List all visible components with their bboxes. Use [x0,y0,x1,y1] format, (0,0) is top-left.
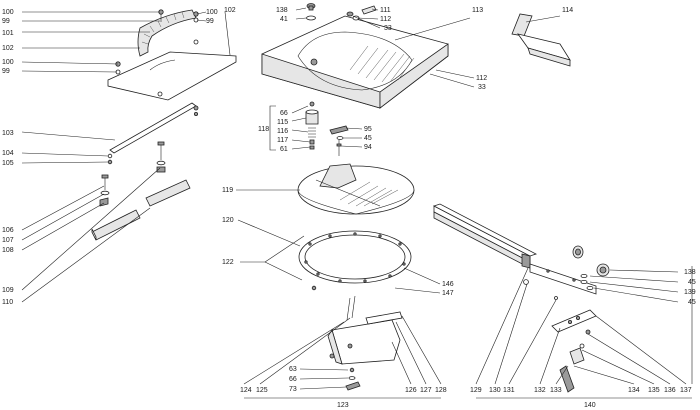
part-label: 128 [435,387,447,394]
screws-63-66-73 [345,367,361,391]
part-label: 137 [680,387,692,394]
guide-bar [109,102,199,154]
part-number-labels: 100 99 101 100 99 102 102 100 99 103 104… [2,7,696,409]
part-label: 134 [628,387,640,394]
part-label: 105 [2,160,14,167]
part-label: 133 [550,387,562,394]
part-label: 33 [478,84,486,91]
part-label: 146 [442,281,454,288]
base-plate [107,39,237,101]
wood-block-109 [145,179,191,207]
part-label: 95 [364,126,372,133]
part-label: 63 [289,366,297,373]
part-label: 109 [2,287,14,294]
part-label: 94 [364,144,372,151]
part-label: 120 [222,217,234,224]
part-label: 116 [277,128,288,135]
group-label-123: 123 [337,402,349,409]
part-label: 112 [380,16,391,23]
part-label: 102 [224,7,236,14]
part-label: 131 [503,387,515,394]
part-label: 124 [240,387,252,394]
part-label: 118 [258,126,269,133]
rip-fence [432,203,538,269]
part-label: 61 [280,146,288,153]
part-label: 147 [442,290,454,297]
part-label: 100 [206,9,218,16]
part-label: 66 [289,376,297,383]
part-label: 138 [276,7,288,14]
dust-port [511,13,571,67]
fence-rail [523,263,597,300]
leader-lines [21,7,693,399]
part-label: 112 [476,75,487,82]
part-label: 111 [380,7,391,14]
hardware-stack-118 [305,101,319,150]
part-label: 110 [2,299,13,306]
part-label: 45 [688,279,696,286]
part-label: 99 [2,68,10,75]
part-label: 132 [534,387,546,394]
group-label-140: 140 [584,402,596,409]
lever-95-94 [329,125,349,156]
part-label: 33 [384,25,392,32]
saw-table-frame [261,15,449,109]
part-label: 106 [2,227,14,234]
knob-111-112 [346,5,377,21]
part-label: 99 [206,18,214,25]
part-label: 101 [2,30,14,37]
part-label: 107 [2,237,14,244]
part-label: 113 [472,7,483,14]
small-screws-104-105 [107,153,113,165]
part-label: 138 [684,269,696,276]
knob-138-41 [306,3,316,21]
part-label: 102 [2,45,14,52]
part-label: 125 [256,387,268,394]
part-label: 127 [420,387,432,394]
pointer-bracket [327,295,403,365]
part-label: 99 [2,18,10,25]
part-label: 126 [405,387,417,394]
fence-clamp-plate [551,309,597,393]
part-label: 108 [2,247,14,254]
part-label: 45 [688,299,696,306]
part-label: 136 [664,387,676,394]
part-label: 66 [280,110,288,117]
bearing-ring [298,230,412,291]
part-label: 135 [648,387,660,394]
part-label: 139 [684,289,696,296]
blade-guard-segment [137,9,197,57]
part-label: 45 [364,135,372,142]
part-label: 41 [280,16,288,23]
fence-knobs [572,245,610,290]
part-label: 130 [489,387,501,394]
part-label: 100 [2,59,14,66]
part-label: 104 [2,150,14,157]
turntable [297,163,415,215]
part-label: 117 [277,137,288,144]
part-label: 115 [277,119,288,126]
part-label: 122 [222,259,234,266]
part-label: 100 [2,9,14,16]
part-label: 119 [222,187,233,194]
part-label: 114 [562,7,573,14]
part-label: 73 [289,386,297,393]
part-label: 103 [2,130,14,137]
wood-block-108 [91,209,141,241]
part-label: 129 [470,387,482,394]
